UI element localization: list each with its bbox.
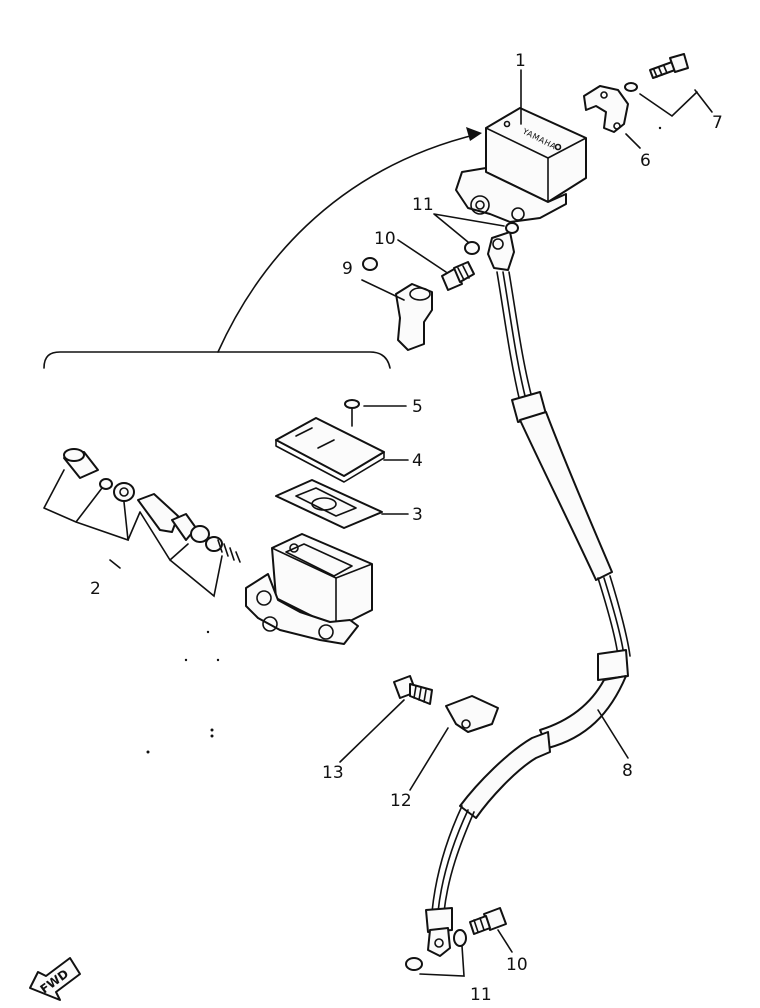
master-cylinder-holder (583, 85, 629, 133)
leader-8 (597, 709, 629, 759)
leader-11-bottom (419, 945, 465, 977)
washers-top (464, 222, 519, 255)
callout-11-bottom: 11 (470, 985, 492, 1005)
callout-9: 9 (342, 259, 353, 279)
cylinder-body (245, 533, 373, 645)
leader-13 (339, 699, 405, 763)
callout-3: 3 (412, 505, 423, 525)
holder-bolt (624, 53, 689, 92)
leader-6 (625, 133, 641, 149)
leader-9 (361, 279, 405, 301)
callout-8: 8 (622, 761, 633, 781)
scan-specks (146, 126, 662, 754)
leader-12 (409, 727, 449, 791)
leader-2b (109, 559, 121, 569)
detail-arrow-head (466, 127, 482, 141)
callout-11-top: 11 (412, 195, 434, 215)
callout-5: 5 (412, 397, 423, 417)
callout-13: 13 (322, 763, 344, 783)
detail-arrow (217, 133, 479, 353)
callout-7: 7 (712, 113, 723, 133)
union-bolt-bottom (469, 907, 507, 935)
washers-bottom (405, 929, 467, 971)
callout-4: 4 (412, 451, 423, 471)
callout-12: 12 (390, 791, 412, 811)
callout-1: 1 (515, 51, 526, 71)
hose-fitting (362, 257, 433, 351)
forward-direction-arrow: FWD (29, 957, 81, 1001)
leader-7b (694, 89, 713, 113)
leader-7 (639, 91, 698, 118)
leader-10-bottom (497, 929, 513, 953)
union-bolt-top (441, 261, 475, 291)
diaphragm (275, 479, 383, 529)
brake-hose (425, 231, 631, 957)
clamp-bolt (393, 675, 433, 705)
callout-10-bottom: 10 (506, 955, 528, 975)
cap-screw (344, 399, 360, 427)
callout-10-top: 10 (374, 229, 396, 249)
reservoir-cap (275, 417, 385, 483)
master-cylinder-assembly: YAMAHA (455, 107, 587, 223)
leader-2 (43, 469, 223, 598)
detail-bracket (43, 351, 391, 369)
leader-10-top (397, 239, 447, 273)
leader-11-top (433, 213, 505, 243)
callout-6: 6 (640, 151, 651, 171)
hose-clamp (445, 695, 499, 733)
piston-kit (63, 448, 241, 563)
callout-2: 2 (90, 579, 101, 599)
